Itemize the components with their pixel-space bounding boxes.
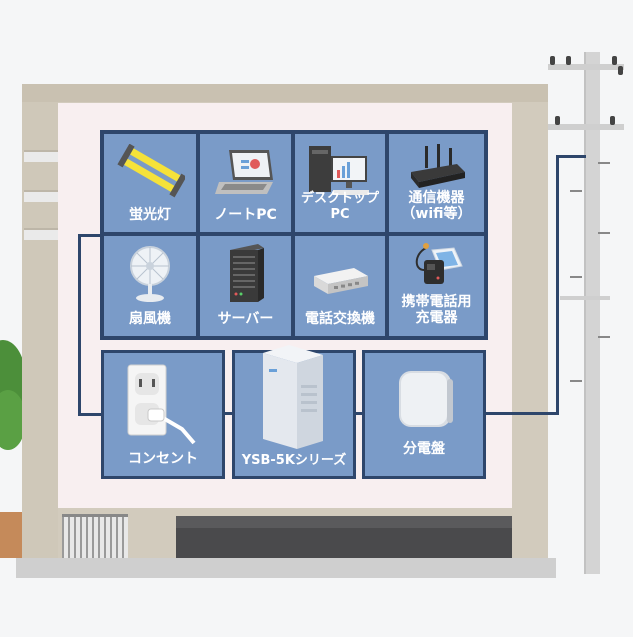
roof [22, 84, 548, 102]
power-outlet-icon [127, 364, 196, 445]
balcony [24, 150, 58, 162]
appliance-label: 電話交換機 [305, 311, 375, 327]
wire-pole-to-breaker [556, 155, 559, 415]
appliance-tile-network: 通信機器 （wifi等） [389, 134, 484, 232]
appliance-tile-laptop: ノートPC [200, 134, 291, 232]
garage-shutter [176, 516, 512, 528]
server-icon [229, 244, 264, 302]
pole-step [598, 162, 610, 164]
wire-breaker-to-battery [352, 412, 366, 415]
appliance-tile-charger: 携帯電話用 充電器 [389, 236, 484, 336]
appliance-tile-pbx: 電話交換機 [295, 236, 385, 336]
insulator-icon [610, 116, 615, 125]
battery-unit-icon [263, 345, 323, 449]
pole-crossarm [548, 64, 624, 70]
balcony [24, 190, 58, 202]
planter [0, 512, 22, 558]
ground [16, 558, 556, 578]
breaker-label: 分電盤 [403, 441, 445, 457]
wire-pole-to-breaker [556, 155, 586, 158]
insulator-icon [555, 116, 560, 125]
appliance-label: 携帯電話用 充電器 [401, 294, 472, 326]
appliance-label: 扇風機 [129, 311, 171, 327]
telephone-exchange-icon [314, 268, 368, 294]
pole-step [598, 336, 610, 338]
balcony [24, 228, 58, 240]
pole-step [598, 232, 610, 234]
insulator-icon [618, 66, 623, 75]
pole-crossarm [548, 124, 624, 130]
appliance-label: ノートPC [214, 207, 277, 223]
wifi-router-icon [410, 144, 465, 188]
fluorescent-lamp-icon [117, 144, 185, 198]
pole-step [570, 380, 582, 382]
electric-fan-icon [130, 246, 170, 302]
wire-battery-to-outlet [222, 412, 236, 415]
building-side [22, 100, 58, 566]
pole-step [570, 276, 582, 278]
battery-label: YSB-5Kシリーズ [241, 453, 347, 468]
pole-crossarm [560, 296, 610, 300]
laptop-icon [214, 150, 273, 194]
insulator-icon [550, 56, 555, 65]
battery-box: YSB-5Kシリーズ [232, 345, 356, 479]
wire-outlet-to-appliances [78, 234, 104, 237]
wire-outlet-to-appliances [78, 413, 104, 416]
outlet-label: コンセント [128, 451, 198, 467]
appliance-tile-desktop: デスクトップPC [295, 134, 385, 232]
gate [62, 514, 128, 558]
wire-pole-to-breaker [484, 412, 559, 415]
appliance-label: サーバー [217, 311, 274, 327]
appliance-tile-fluorescent: 蛍光灯 [104, 134, 196, 232]
desktop-pc-icon [309, 146, 369, 195]
appliance-label: デスクトップPC [300, 191, 379, 222]
appliance-grid: 蛍光灯 ノートPC デスクトップPC [100, 130, 488, 340]
appliance-tile-server: サーバー [200, 236, 291, 336]
appliance-tile-fan: 扇風機 [104, 236, 196, 336]
breaker-box: 分電盤 [362, 350, 486, 479]
appliance-label: 通信機器 （wifi等） [401, 190, 472, 222]
wire-outlet-to-appliances [78, 234, 81, 416]
insulator-icon [612, 56, 617, 65]
utility-pole [584, 52, 600, 574]
appliance-label: 蛍光灯 [129, 207, 171, 223]
phone-charger-icon [415, 243, 463, 284]
pole-step [570, 190, 582, 192]
insulator-icon [566, 56, 571, 65]
outlet-box: コンセント [101, 350, 225, 479]
distribution-board-icon [399, 371, 453, 427]
